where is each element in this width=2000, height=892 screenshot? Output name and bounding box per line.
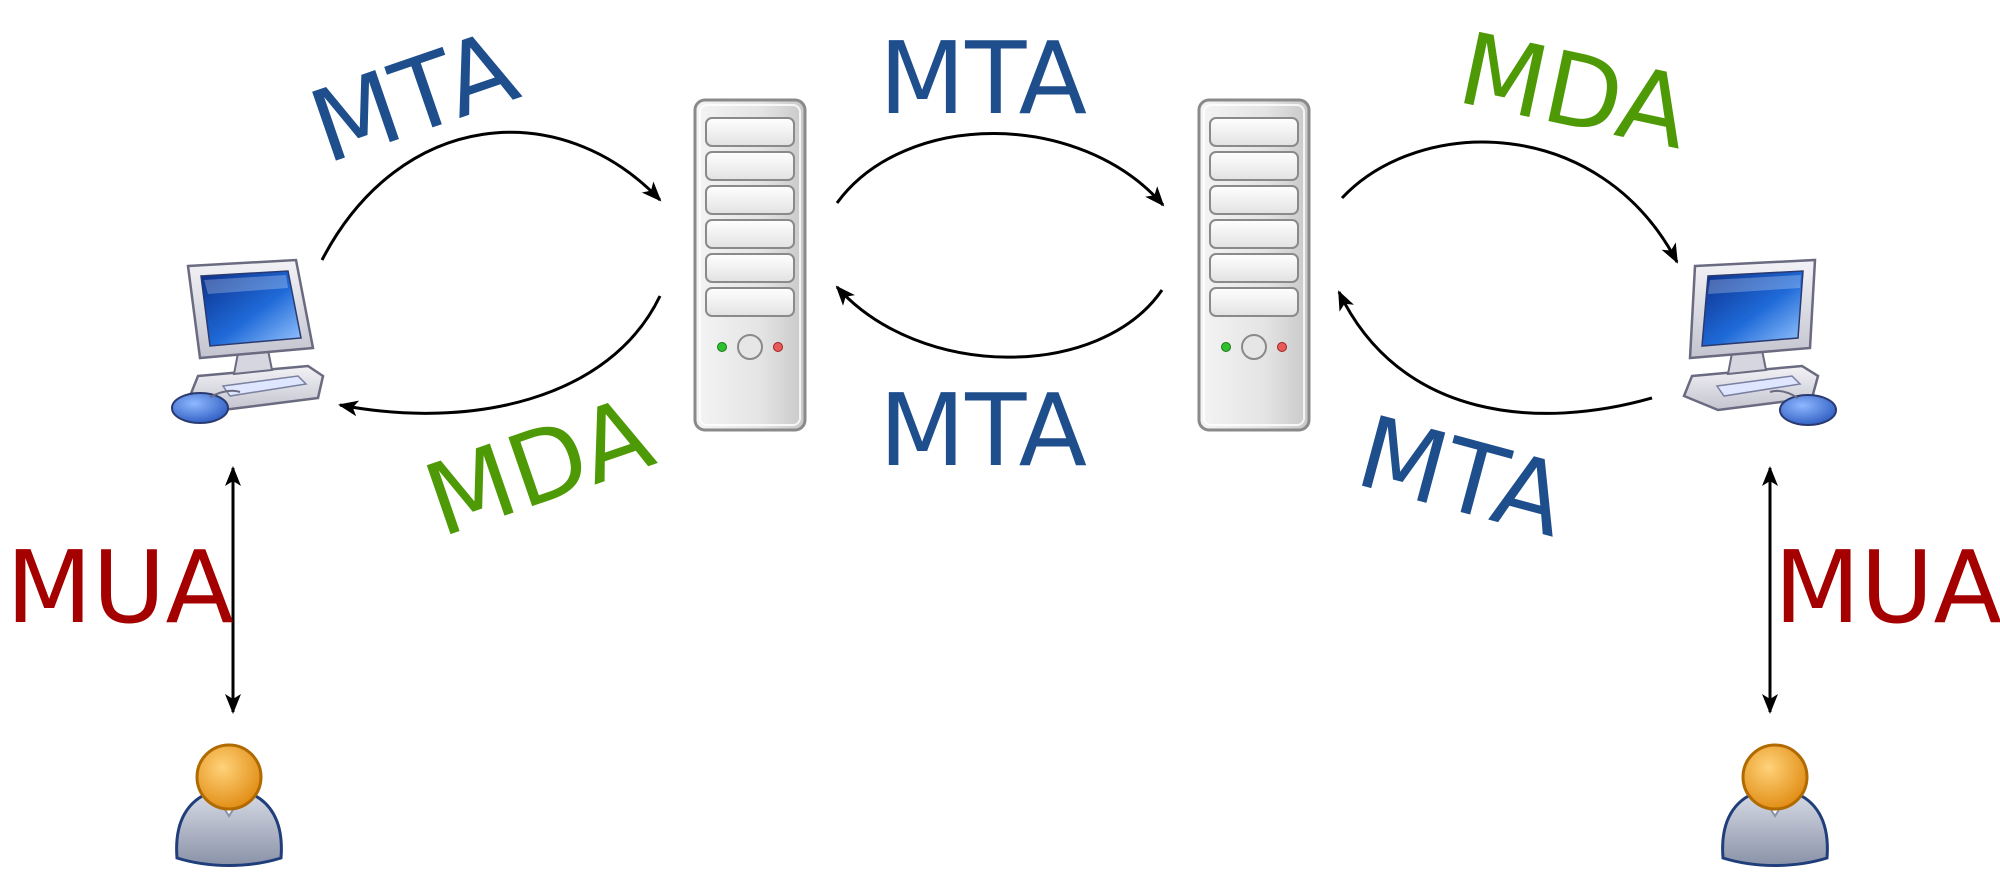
arrow-client-to-server1	[320, 130, 662, 261]
label-mta-client-to-server2: MTA	[1346, 393, 1577, 560]
desktop-computer-icon	[171, 258, 325, 424]
arrow-server2-to-client	[1340, 140, 1679, 264]
label-mda-server2-to-client: MDA	[1450, 10, 1699, 172]
user-person-icon	[175, 743, 283, 867]
label-mda-server1-to-client: MDA	[411, 375, 667, 560]
arrow-client-to-server2	[1337, 290, 1653, 415]
arrow-server2-to-server1	[835, 285, 1164, 359]
label-mua-right: MUA	[1774, 529, 2000, 646]
user-person-icon	[1721, 743, 1829, 867]
label-mua-left: MUA	[6, 529, 234, 646]
server-tower-icon	[693, 98, 807, 432]
label-mta-server1-to-server2: MTA	[879, 20, 1087, 137]
arrow-server1-to-client	[338, 295, 662, 417]
desktop-computer-icon	[1682, 258, 1837, 426]
server-tower-icon	[1197, 98, 1311, 432]
label-mta-server2-to-server1: MTA	[879, 372, 1087, 489]
arrow-server1-to-server2	[835, 132, 1165, 207]
